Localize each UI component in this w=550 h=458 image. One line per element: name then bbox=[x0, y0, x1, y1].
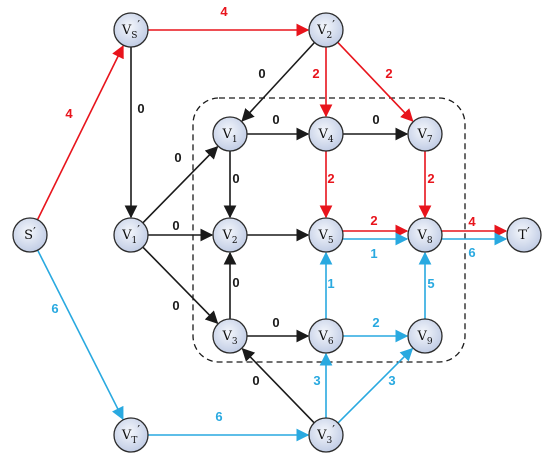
edge-label: 2 bbox=[427, 171, 434, 186]
node-circle bbox=[407, 217, 443, 253]
edge-label: 0 bbox=[272, 315, 279, 330]
node-label: V9 bbox=[416, 329, 432, 347]
node-label: V1′ bbox=[121, 223, 140, 246]
node-v2-prime: V2′ bbox=[308, 12, 344, 48]
node-circle bbox=[407, 318, 443, 354]
node-label: V2′ bbox=[316, 18, 335, 41]
edge-label: 2 bbox=[385, 66, 392, 81]
node-label: VS′ bbox=[121, 18, 141, 41]
node-vs-prime: VS′ bbox=[113, 12, 149, 48]
node-label: V4 bbox=[317, 127, 333, 145]
edge-label: 0 bbox=[174, 150, 181, 165]
edge-label: 0 bbox=[232, 171, 239, 186]
edge-V1p-V1 bbox=[142, 145, 219, 224]
edge-label: 2 bbox=[372, 315, 379, 330]
node-v5: V5 bbox=[308, 217, 344, 253]
node-v6: V6 bbox=[308, 318, 344, 354]
node-v8: V8 bbox=[407, 217, 443, 253]
edge-V2p-V7 bbox=[337, 41, 414, 122]
edge-label: 0 bbox=[372, 112, 379, 127]
node-v1-prime: V1′ bbox=[113, 217, 149, 253]
node-circle bbox=[308, 116, 344, 152]
node-v2: V2 bbox=[212, 217, 248, 253]
edge-V1p-V3 bbox=[142, 246, 219, 325]
node-circle bbox=[212, 116, 248, 152]
node-label: S′ bbox=[24, 225, 36, 243]
edge-label: 6 bbox=[215, 409, 222, 424]
node-circle bbox=[308, 12, 344, 48]
node-vt-prime: VT′ bbox=[113, 417, 149, 453]
edge-V2p-V1 bbox=[241, 41, 316, 122]
node-circle bbox=[212, 217, 248, 253]
edge-label: 2 bbox=[370, 213, 377, 228]
edge-label: 0 bbox=[232, 275, 239, 290]
node-circle bbox=[113, 12, 149, 48]
edge-label: 0 bbox=[172, 218, 179, 233]
edge-label: 0 bbox=[258, 66, 265, 81]
node-label: VT′ bbox=[121, 423, 140, 446]
edge-label: 6 bbox=[468, 245, 475, 260]
edge-label: 3 bbox=[313, 373, 320, 388]
edge-labels-layer: 4 6 4 0 0 2 2 0 0 0 0 0 0 2 2 2 1 4 6 0 1 5 0 2 6 0 3 3 bbox=[51, 4, 476, 424]
node-label: V6 bbox=[317, 329, 333, 347]
edge-label: 5 bbox=[427, 276, 434, 291]
edge-V3p-V3 bbox=[241, 348, 315, 424]
node-label: V3′ bbox=[316, 423, 335, 446]
node-circle bbox=[113, 217, 149, 253]
edge-label: 2 bbox=[327, 171, 334, 186]
node-v9: V9 bbox=[407, 318, 443, 354]
node-v3-prime: V3′ bbox=[308, 417, 344, 453]
node-circle bbox=[113, 417, 149, 453]
node-v7: V7 bbox=[407, 116, 443, 152]
node-label: V2 bbox=[221, 228, 237, 246]
node-circle bbox=[308, 217, 344, 253]
edge-label: 2 bbox=[312, 66, 319, 81]
edge-Sp-VSp bbox=[36, 44, 124, 221]
edge-label: 0 bbox=[252, 373, 259, 388]
node-circle bbox=[308, 417, 344, 453]
node-circle bbox=[506, 217, 542, 253]
edge-label: 3 bbox=[388, 373, 395, 388]
node-circle bbox=[12, 217, 48, 253]
edges-layer bbox=[36, 23, 508, 442]
edge-label: 0 bbox=[172, 298, 179, 313]
edge-V3p-V9 bbox=[337, 347, 414, 424]
node-circle bbox=[407, 116, 443, 152]
edge-label: 1 bbox=[327, 276, 334, 291]
node-label: T′ bbox=[518, 225, 530, 243]
node-v1: V1 bbox=[212, 116, 248, 152]
node-label: V3 bbox=[221, 329, 237, 347]
node-label: V7 bbox=[416, 127, 432, 145]
node-label: V8 bbox=[416, 228, 432, 246]
node-v4: V4 bbox=[308, 116, 344, 152]
edge-label: 4 bbox=[220, 4, 228, 19]
node-label: V5 bbox=[317, 228, 333, 246]
edge-label: 1 bbox=[370, 246, 377, 261]
node-circle bbox=[212, 318, 248, 354]
node-v3: V3 bbox=[212, 318, 248, 354]
edge-label: 0 bbox=[137, 101, 144, 116]
edge-label: 0 bbox=[272, 112, 279, 127]
node-label: V1 bbox=[221, 127, 237, 145]
edge-label: 4 bbox=[468, 214, 476, 229]
node-circle bbox=[308, 318, 344, 354]
edge-Sp-VTp bbox=[36, 249, 124, 421]
edge-label: 4 bbox=[65, 106, 73, 121]
node-s-prime: S′ bbox=[12, 217, 48, 253]
edge-label: 6 bbox=[51, 301, 58, 316]
node-t-prime: T′ bbox=[506, 217, 542, 253]
